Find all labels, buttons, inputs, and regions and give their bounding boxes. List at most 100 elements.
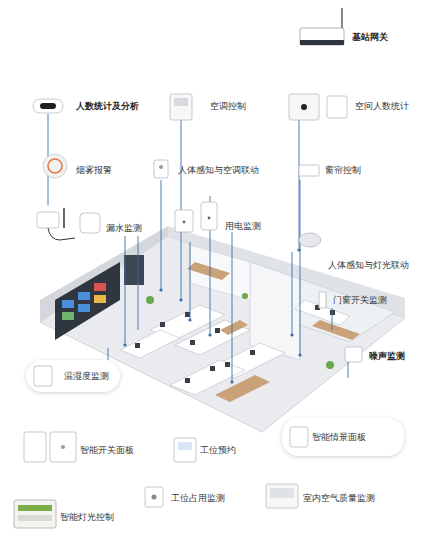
- leader-lines-part: [300, 180, 301, 355]
- people-counter-icon-part: [40, 103, 56, 109]
- space-counter-icon: [289, 94, 347, 120]
- leader-dots-part: [298, 353, 301, 356]
- switch-panel-icon-part: [50, 432, 76, 462]
- desks-part: [120, 330, 180, 358]
- curtain-icon-part: [299, 165, 319, 176]
- chairs: [135, 305, 335, 383]
- lighting-controller-icon-part: [18, 515, 52, 521]
- screen-wall-part: [124, 255, 144, 285]
- leak-sensor-icon-part: [48, 228, 75, 240]
- device-label: 人体感知与灯光联动: [328, 260, 409, 270]
- screen-wall-part: [62, 300, 74, 308]
- ac-controller-icon-part: [174, 98, 188, 106]
- motion-sensor-icon: [154, 160, 168, 178]
- booking-icon-part: [178, 442, 192, 450]
- space-counter-icon-part: [301, 104, 307, 110]
- screen-wall-part: [62, 312, 74, 320]
- people-counter-icon: [33, 99, 63, 113]
- leader-lines: [48, 114, 348, 382]
- leader-lines-part: [348, 362, 349, 378]
- noise-sensor-icon-part: [345, 347, 362, 362]
- lighting-controller-icon: [14, 500, 56, 528]
- desks-part: [175, 320, 250, 355]
- screen-wall-part: [78, 304, 90, 312]
- smoke-alarm-icon-part: [48, 159, 62, 173]
- callout-text: 温湿度监测: [64, 371, 109, 381]
- power-plug-icon-part: [201, 202, 217, 230]
- plants-part: [242, 293, 248, 299]
- device-label: 空间人数统计: [355, 101, 409, 111]
- leader-dots-part: [297, 248, 300, 251]
- air-quality-icon-part: [266, 484, 298, 508]
- leader-dots-part: [159, 288, 162, 291]
- ac-controller-icon-part: [170, 94, 192, 120]
- leader-dots-part: [208, 333, 211, 336]
- leader-lines-part: [292, 252, 293, 335]
- noise-sensor-icon: [345, 347, 362, 362]
- plants: [146, 293, 334, 369]
- device-label: 智能灯光控制: [60, 512, 114, 522]
- device-label: 烟雾报警: [76, 165, 112, 175]
- device-label: 人体感知与空调联动: [178, 165, 259, 175]
- chairs-part: [190, 340, 195, 345]
- callout-bubble: 智能情景面板: [282, 418, 404, 456]
- curtain-icon: [299, 165, 319, 176]
- chairs-part: [135, 343, 140, 348]
- desks-part: [187, 262, 230, 280]
- motion-sensor-icon-part: [159, 165, 163, 169]
- chairs-part: [160, 322, 165, 327]
- ac-controller-icon: [170, 94, 192, 120]
- device-label: 工位预约: [200, 445, 236, 455]
- screen-wall-part: [94, 295, 106, 303]
- leak-sensor-icon-part: [80, 213, 100, 233]
- leak-sensor-icon-part: [63, 208, 65, 228]
- desks-part: [312, 320, 360, 340]
- device-label: 用电监测: [225, 221, 261, 231]
- gateway-icon-part: [300, 40, 344, 45]
- office-floor: [40, 226, 405, 432]
- plants-part: [146, 296, 154, 304]
- motion-sensor-icon-part: [154, 160, 168, 178]
- power-plug-icon-part: [208, 217, 211, 220]
- leader-lines-part: [161, 180, 162, 290]
- chairs-part: [225, 362, 230, 367]
- leader-lines-part: [332, 308, 333, 330]
- device-label: 噪声监测: [369, 351, 405, 361]
- gateway-icon: [300, 8, 344, 45]
- device-label: 空调控制: [210, 101, 246, 111]
- door-sensor-icon: [319, 292, 326, 308]
- power-plug-icon-part: [175, 210, 193, 232]
- screen-wall-part: [78, 292, 90, 300]
- leader-dots-part: [290, 333, 293, 336]
- power-plug-icon-part: [183, 221, 186, 224]
- gateway-icon-part: [300, 28, 344, 45]
- ceiling-sensor-icon-part: [299, 233, 321, 247]
- chairs-part: [210, 366, 215, 371]
- switch-panel-icon-part: [61, 445, 65, 449]
- desks: [120, 262, 360, 402]
- leader-dots-part: [230, 380, 233, 383]
- leader-lines-part: [125, 236, 126, 345]
- leader-lines-part: [190, 242, 191, 320]
- screen-wall: [55, 255, 144, 340]
- device-label: 漏水监测: [106, 223, 142, 233]
- leader-dots-part: [188, 318, 191, 321]
- callout-bubble: 温湿度监测: [26, 360, 120, 392]
- device-label: 窗帘控制: [325, 165, 361, 175]
- smoke-alarm-icon-part: [43, 154, 67, 178]
- screen-wall-part: [55, 262, 120, 340]
- plants-part: [326, 361, 334, 369]
- door-sensor-icon-part: [319, 292, 326, 308]
- occupancy-icon-part: [145, 487, 163, 507]
- power-plug-icon: [175, 202, 217, 232]
- air-quality-icon: [266, 484, 298, 508]
- device-label: 室内空气质量监测: [303, 493, 375, 503]
- lighting-controller-icon-part: [18, 505, 52, 511]
- leader-lines-part: [138, 236, 139, 330]
- booking-icon-part: [174, 438, 196, 462]
- leader-lines-part: [108, 348, 109, 360]
- leader-lines-part: [232, 232, 233, 382]
- device-label: 门窗开关监测: [333, 295, 387, 305]
- switch-panel-icon: [24, 432, 76, 462]
